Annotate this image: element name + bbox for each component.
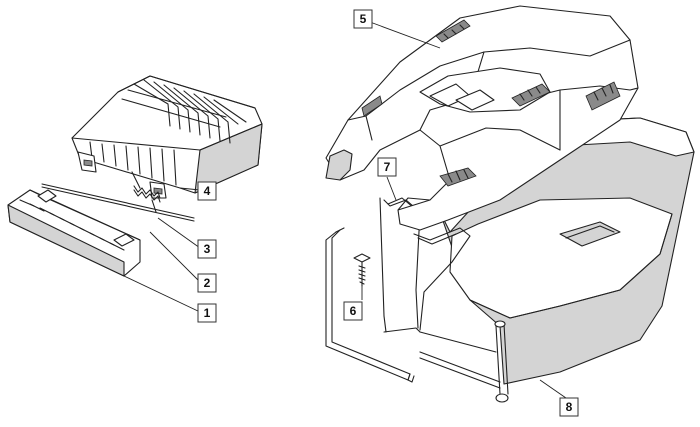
svg-text:5: 5 <box>360 12 367 26</box>
svg-text:2: 2 <box>204 276 211 290</box>
svg-text:6: 6 <box>350 304 357 318</box>
part-5-bag-top-cover <box>325 5 639 231</box>
part-2-torsion-spring <box>131 171 161 213</box>
svg-text:1: 1 <box>204 306 211 320</box>
callout-1: 1 <box>197 303 217 323</box>
svg-text:4: 4 <box>204 184 211 198</box>
callout-6: 6 <box>343 301 363 321</box>
part-7-bag-frame <box>325 197 471 383</box>
svg-text:7: 7 <box>384 160 391 174</box>
part-4-rear-flap-cover <box>71 75 263 199</box>
callout-5: 5 <box>353 9 373 29</box>
callout-2: 2 <box>197 273 217 293</box>
callout-7: 7 <box>377 157 397 177</box>
svg-text:8: 8 <box>566 400 573 414</box>
part-1-lower-flap <box>7 189 141 277</box>
svg-text:3: 3 <box>204 242 211 256</box>
callout-3: 3 <box>197 239 217 259</box>
callout-8: 8 <box>559 397 579 417</box>
part-6-screw <box>353 253 371 287</box>
callout-4: 4 <box>197 181 217 201</box>
part-3-hinge-rod <box>41 183 195 222</box>
leader-lines <box>123 21 567 399</box>
